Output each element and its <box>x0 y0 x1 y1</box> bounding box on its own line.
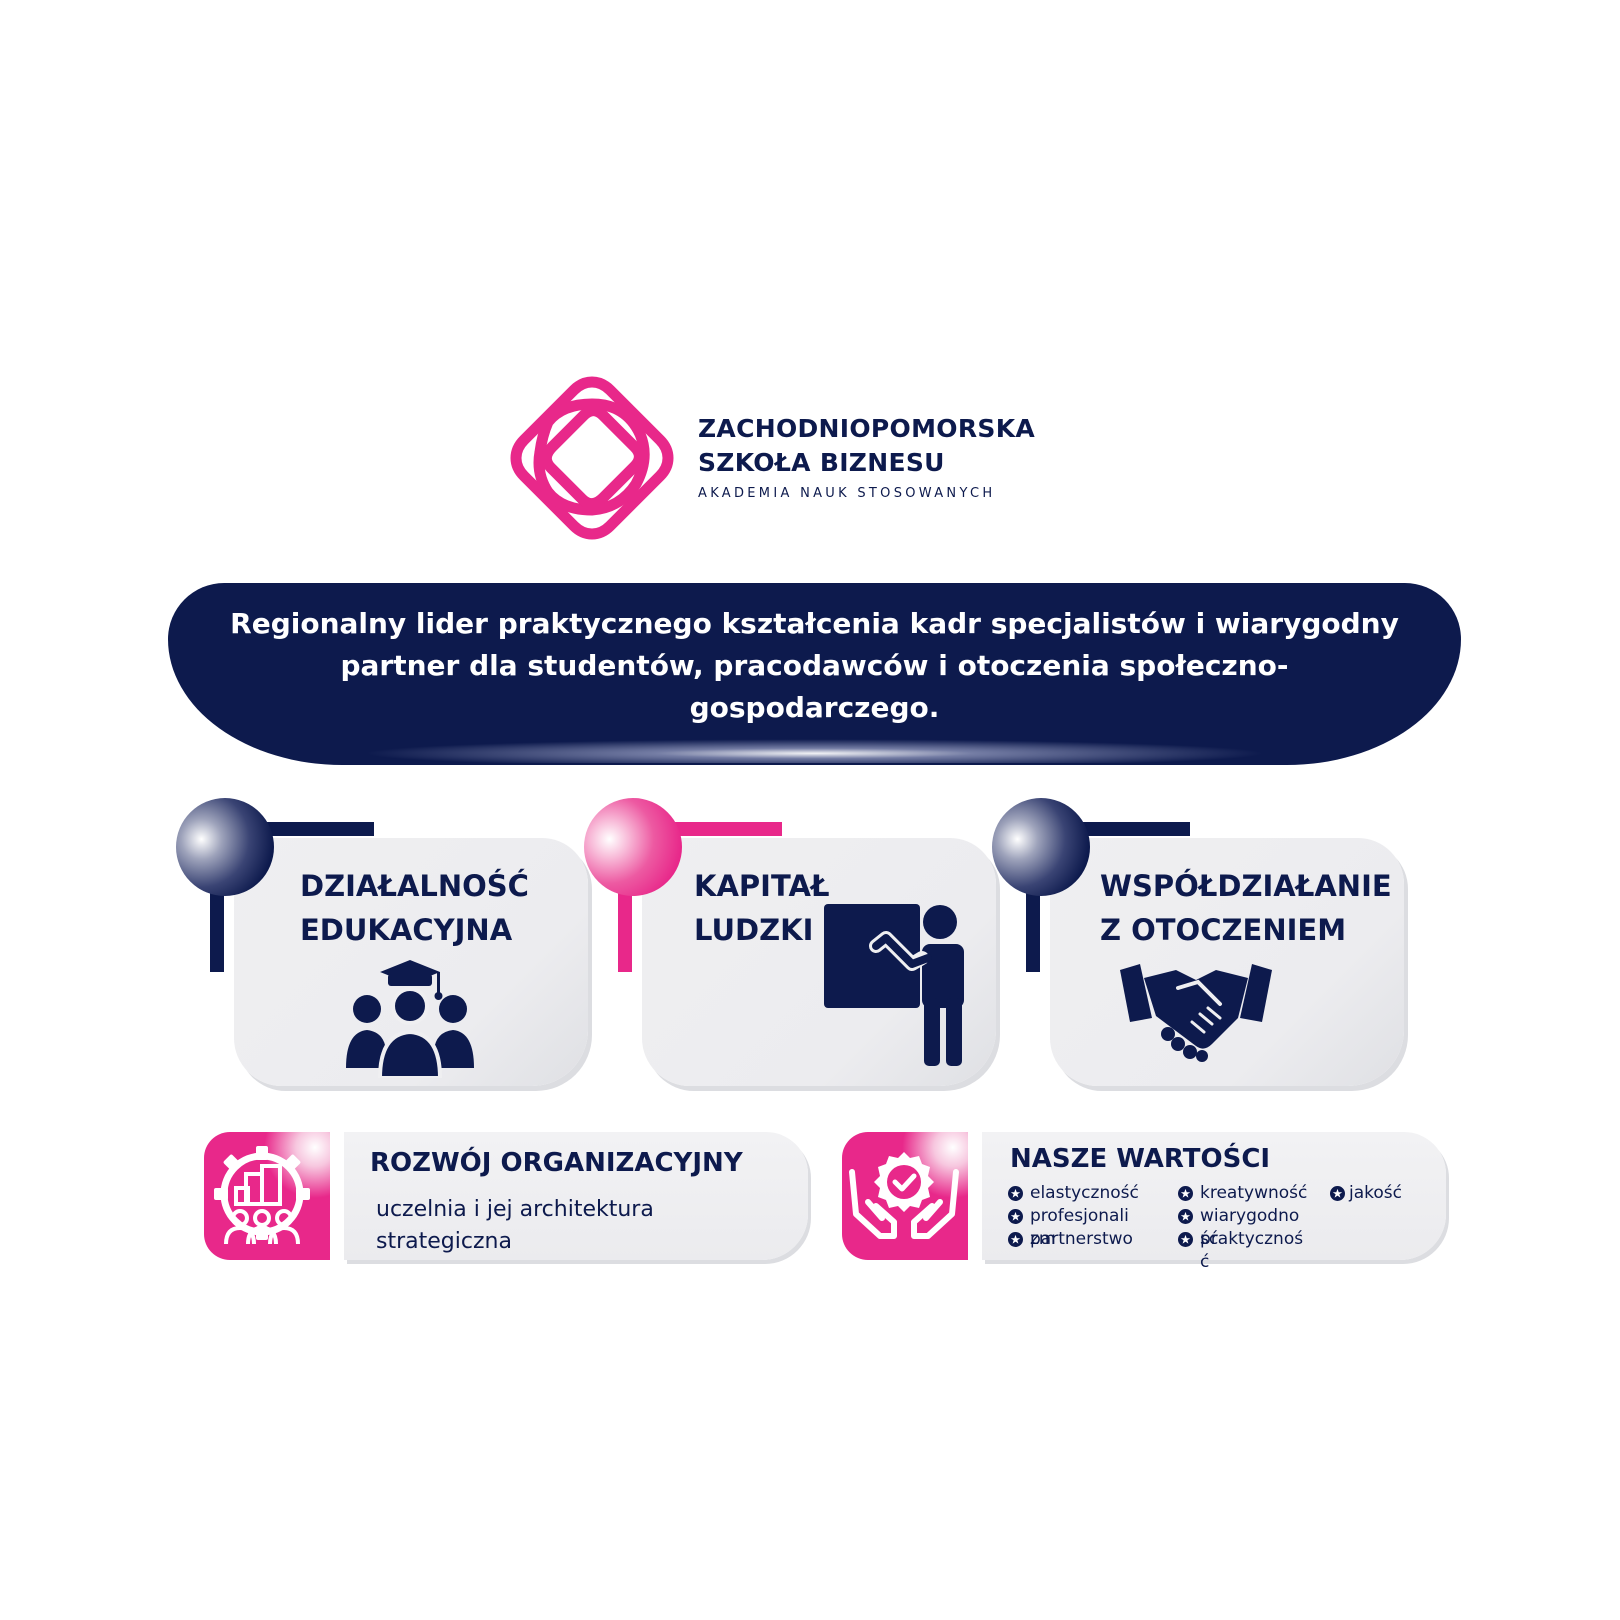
star-badge-icon <box>1178 1209 1193 1224</box>
card-title-line2: Z OTOCZENIEM <box>1100 913 1347 947</box>
value-label: profesjonalizm <box>1030 1206 1129 1249</box>
organizational-development-panel: ROZWÓJ ORGANIZACYJNY uczelnia i jej arch… <box>344 1132 808 1260</box>
star-badge-icon <box>1008 1209 1023 1224</box>
star-badge-icon <box>1178 1186 1193 1201</box>
card-connector <box>256 822 374 836</box>
star-badge-icon <box>1008 1232 1023 1247</box>
card-title: KAPITAŁ LUDZKI <box>694 864 830 952</box>
value-label: wiarygodność <box>1200 1206 1300 1249</box>
value-label: praktyczność <box>1200 1229 1304 1272</box>
card-title-line2: EDUKACYJNA <box>300 913 513 947</box>
card-educational-activity: DZIAŁALNOŚĆ EDUKACYJNA <box>176 796 588 1086</box>
card-title-line1: KAPITAŁ <box>694 869 830 903</box>
organization-icon-box <box>204 1132 330 1260</box>
graduates-group-icon <box>346 960 474 1078</box>
card-title: WSPÓŁDZIAŁANIE Z OTOCZENIEM <box>1100 864 1392 952</box>
card-cooperation-environment: WSPÓŁDZIAŁANIE Z OTOCZENIEM <box>992 796 1404 1086</box>
card-human-capital: KAPITAŁ LUDZKI <box>584 796 996 1086</box>
value-label: kreatywność <box>1200 1183 1308 1203</box>
card-connector <box>664 822 782 836</box>
value-label: jakość <box>1349 1183 1402 1203</box>
card-title-line1: DZIAŁALNOŚĆ <box>300 869 529 903</box>
mission-banner: Regionalny lider praktycznego kształceni… <box>168 583 1461 765</box>
card-panel <box>1050 838 1404 1086</box>
banner-glow <box>361 739 1268 763</box>
values-icon-box <box>842 1132 968 1260</box>
logo-text: ZACHODNIOPOMORSKA SZKOŁA BIZNESU AKADEMI… <box>698 412 1035 501</box>
brand-name-line2: SZKOŁA BIZNESU <box>698 448 945 477</box>
interlocked-diamond-logo-icon <box>510 376 674 540</box>
card-connector <box>1072 822 1190 836</box>
card-title-line1: WSPÓŁDZIAŁANIE <box>1100 869 1392 903</box>
teacher-at-board-icon <box>824 904 964 1066</box>
brand-name-line1: ZACHODNIOPOMORSKA <box>698 414 1036 443</box>
our-values-panel: NASZE WARTOŚCI elastyczność profesjonali… <box>982 1132 1446 1272</box>
card-pin-ball <box>992 798 1090 896</box>
star-badge-icon <box>1178 1232 1193 1247</box>
handshake-icon <box>1120 964 1272 1062</box>
mission-statement: Regionalny lider praktycznego kształceni… <box>230 607 1399 724</box>
value-label: elastyczność <box>1030 1183 1139 1203</box>
card-pin-ball <box>176 798 274 896</box>
card-pin-ball <box>584 798 682 896</box>
brand-subtitle: AKADEMIA NAUK STOSOWANYCH <box>698 486 996 501</box>
value-label: partnerstwo <box>1030 1229 1133 1249</box>
organization-gear-icon <box>214 1146 310 1245</box>
hands-quality-badge-icon <box>849 1152 959 1239</box>
organizational-development-description: uczelnia i jej architektura strategiczna <box>376 1197 654 1254</box>
organizational-development-title: ROZWÓJ ORGANIZACYJNY <box>370 1148 743 1178</box>
card-title: DZIAŁALNOŚĆ EDUKACYJNA <box>300 864 529 952</box>
card-title-line2: LUDZKI <box>694 913 814 947</box>
star-badge-icon <box>1008 1186 1023 1201</box>
our-values-title: NASZE WARTOŚCI <box>1010 1144 1271 1174</box>
star-badge-icon <box>1330 1186 1345 1201</box>
